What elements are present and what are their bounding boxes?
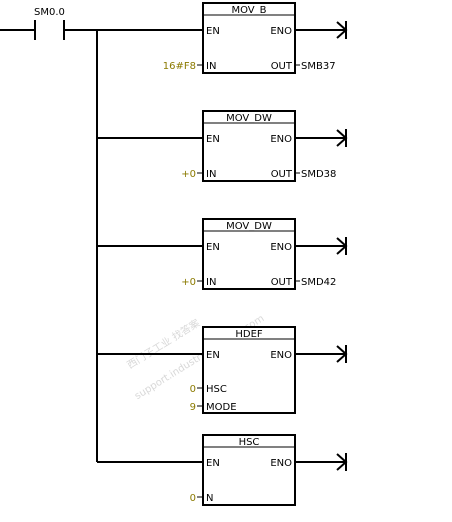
block-0[interactable]: MOV_B EN ENO 16#F8 IN OUT SMB37 — [97, 2, 348, 74]
eno-label: ENO — [270, 134, 292, 145]
output-target[interactable]: SMD38 — [301, 169, 336, 180]
input-pin-label: N — [206, 493, 213, 504]
en-label: EN — [206, 350, 220, 361]
en-label: EN — [206, 458, 220, 469]
block-title: MOV_DW — [226, 113, 272, 124]
output-pin-label: OUT — [271, 169, 293, 180]
output-pin-label: OUT — [271, 277, 293, 288]
contact-sm0-0[interactable] — [34, 20, 65, 40]
input-pin-label: IN — [206, 277, 216, 288]
input-value[interactable]: 0 — [190, 493, 196, 504]
contact-label: SM0.0 — [34, 7, 65, 18]
eno-label: ENO — [270, 242, 292, 253]
block-title: MOV_B — [231, 5, 266, 16]
input-pin-label: HSC — [206, 384, 227, 395]
en-label: EN — [206, 26, 220, 37]
input-value[interactable]: 16#F8 — [163, 61, 196, 72]
output-target[interactable]: SMB37 — [301, 61, 336, 72]
output-pin-label: OUT — [271, 61, 293, 72]
block-title: HSC — [239, 437, 260, 448]
output-target[interactable]: SMD42 — [301, 277, 336, 288]
block-2[interactable]: MOV_DW EN ENO +0 IN OUT SMD42 — [97, 218, 348, 290]
input-value[interactable]: +0 — [181, 277, 196, 288]
block-box[interactable] — [202, 326, 296, 414]
input-pin-label: IN — [206, 61, 216, 72]
input-value[interactable]: 0 — [190, 384, 196, 395]
block-title: MOV_DW — [226, 221, 272, 232]
block-3[interactable]: HDEF EN ENO 0 HSC 9 MODE — [97, 326, 348, 414]
eno-label: ENO — [270, 458, 292, 469]
input-value[interactable]: 9 — [190, 402, 196, 413]
block-1[interactable]: MOV_DW EN ENO +0 IN OUT SMD38 — [97, 110, 348, 182]
en-label: EN — [206, 134, 220, 145]
input-value[interactable]: +0 — [181, 169, 196, 180]
input-pin-label: IN — [206, 169, 216, 180]
input-pin-label: MODE — [206, 402, 237, 413]
eno-label: ENO — [270, 26, 292, 37]
en-label: EN — [206, 242, 220, 253]
block-title: HDEF — [235, 329, 263, 340]
eno-label: ENO — [270, 350, 292, 361]
